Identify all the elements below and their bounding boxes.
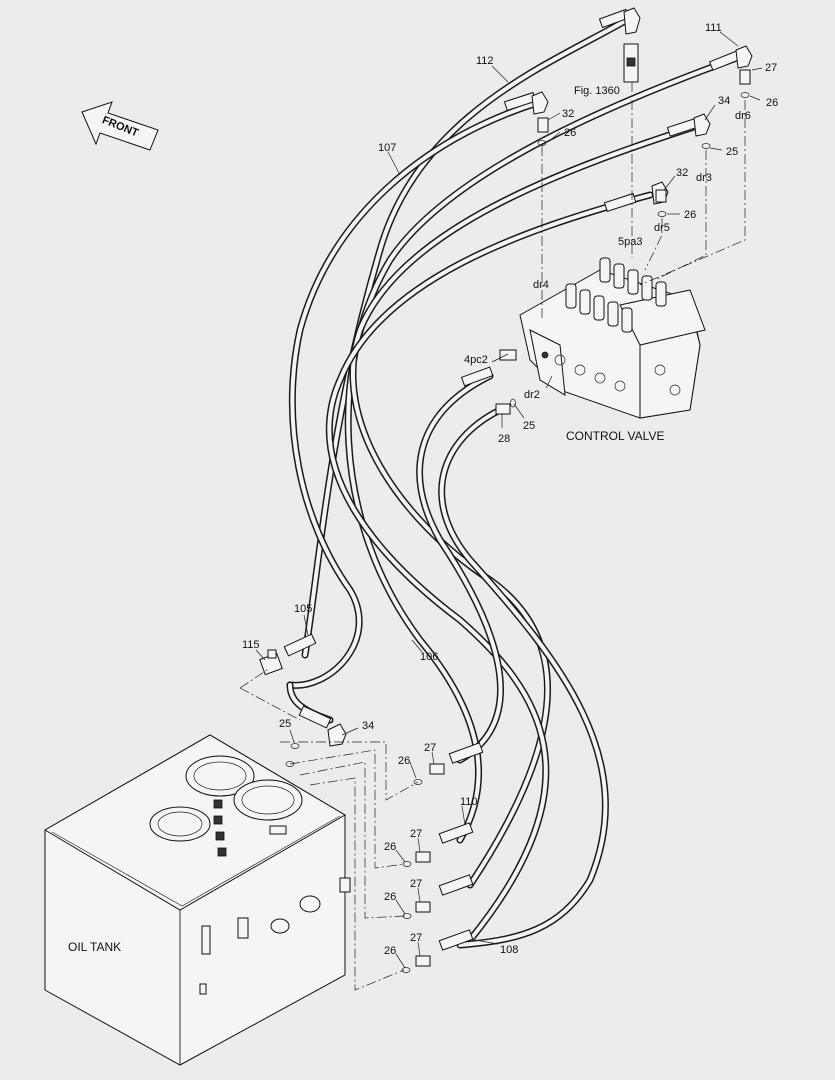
callout-dr6: dr6 [735,110,751,122]
callout-112: 112 [476,55,494,67]
front-arrow: FRONT [81,101,159,151]
callout-26: 26 [684,209,696,221]
adapters-and-orings [285,69,751,973]
callout-26: 26 [384,891,396,903]
fig-1360-fitting [623,43,639,83]
callout-34: 34 [718,95,730,107]
callout-27: 27 [424,742,436,754]
tee-fitting-115 [259,649,283,676]
callout-dr5: dr5 [654,222,670,234]
callout-108: 108 [500,944,518,956]
callout-dr3: dr3 [696,172,712,184]
hose-112 [301,14,634,659]
hose-108 [438,406,609,949]
callout-5pa3: 5pa3 [618,236,642,248]
callout-107: 107 [378,142,396,154]
valve-ports [541,351,681,396]
callout-27: 27 [410,932,422,944]
hose-end-fittings [283,8,742,951]
tank-sight-gauge [201,925,211,955]
callout-32: 32 [676,167,688,179]
callout-26: 26 [766,97,778,109]
leader-lines [255,31,763,969]
callout-106: 106 [420,651,438,663]
callout-26: 26 [564,127,576,139]
callout-105: 105 [294,603,312,615]
hose-110 [416,372,504,764]
callout-labels: 112 111 27 26 dr6 Fig. 1360 32 26 107 34… [68,22,778,957]
callout-fig-1360: Fig. 1360 [574,85,620,97]
callout-115: 115 [242,639,260,651]
callout-26: 26 [384,945,396,957]
callout-110: 110 [460,796,478,808]
oil-tank [44,734,351,1066]
valve-spools [565,257,667,333]
control-valve [499,257,706,419]
hose-long-a [349,121,704,889]
callout-4pc2: 4pc2 [464,354,488,366]
callout-27: 27 [410,828,422,840]
callout-25: 25 [279,718,291,730]
tank-ports [213,799,287,857]
callout-27: 27 [765,62,777,74]
oil-tank-label: OIL TANK [68,940,121,954]
callout-dr2: dr2 [524,389,540,401]
callout-dr4: dr4 [533,279,549,291]
hose-107 [286,98,544,689]
callout-32: 32 [562,108,574,120]
connection-paths [239,82,746,991]
callout-25: 25 [523,420,535,432]
callout-111: 111 [705,22,722,34]
callout-27: 27 [410,878,422,890]
callout-25: 25 [726,146,738,158]
valve-fitting-4pc2 [499,349,517,361]
hose-106 [325,191,654,944]
callout-26: 26 [384,841,396,853]
callout-26: 26 [398,755,410,767]
callout-28: 28 [498,433,510,445]
callout-34: 34 [362,720,374,732]
control-valve-label: CONTROL VALVE [566,429,664,443]
